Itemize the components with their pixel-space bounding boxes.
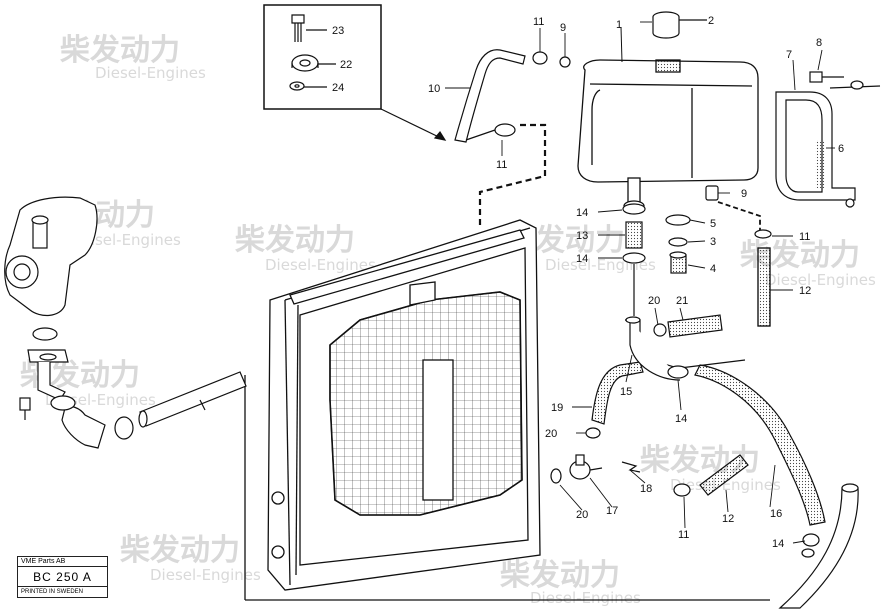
callout-1: 1 xyxy=(616,19,622,31)
watermark-en: Diesel-Engines xyxy=(70,231,181,249)
callout-4: 4 xyxy=(710,263,716,275)
callout-6: 6 xyxy=(838,143,844,155)
water-pump-assembly xyxy=(4,196,247,449)
callout-12b: 12 xyxy=(722,513,734,525)
connector-13 xyxy=(622,203,646,316)
inset-box xyxy=(263,4,447,141)
hose-12-right xyxy=(754,229,772,327)
callout-labels: 1 2 3 4 5 6 7 8 9 9 10 11 11 11 11 12 12… xyxy=(332,15,844,550)
callout-22: 22 xyxy=(340,59,352,71)
parts-label-box: VME Parts AB BC 250 A PRINTED IN SWEDEN xyxy=(17,556,108,598)
watermark-en: Diesel-Engines xyxy=(765,271,876,289)
watermark-en: Diesel-Engines xyxy=(95,64,206,82)
vendor-label: VME Parts AB xyxy=(18,557,107,567)
leader-lines xyxy=(445,21,835,544)
watermark-cn: 柴发动力 xyxy=(500,558,620,593)
callout-11: 11 xyxy=(533,16,544,28)
watermark-cn: 柴发动力 xyxy=(60,33,180,68)
callout-7: 7 xyxy=(786,49,792,61)
callout-17: 17 xyxy=(606,505,618,517)
callout-5: 5 xyxy=(710,218,716,230)
hose-10 xyxy=(454,49,571,143)
diagram-code: BC 250 A xyxy=(18,568,107,587)
callout-3: 3 xyxy=(710,236,716,248)
radiator xyxy=(244,219,770,601)
callout-2: 2 xyxy=(708,15,714,27)
callout-20c: 20 xyxy=(576,509,588,521)
callout-21: 21 xyxy=(676,295,688,307)
callout-14d: 14 xyxy=(772,538,784,550)
callout-10: 10 xyxy=(428,83,440,95)
callout-9b: 9 xyxy=(741,188,747,200)
callout-19: 19 xyxy=(551,402,563,414)
callout-14: 14 xyxy=(576,207,588,219)
callout-18: 18 xyxy=(640,483,652,495)
valve-parts xyxy=(665,185,719,274)
callout-9: 9 xyxy=(560,22,566,34)
expansion-tank xyxy=(577,59,759,212)
watermark-en: Diesel-Engines xyxy=(265,256,376,274)
tank-bracket xyxy=(775,71,881,208)
printed-note: PRINTED IN SWEDEN xyxy=(21,589,84,595)
watermark-en: Diesel-Engines xyxy=(150,566,261,584)
callout-15: 15 xyxy=(620,386,632,398)
callout-8: 8 xyxy=(816,37,822,49)
callout-11b: 11 xyxy=(496,159,507,171)
watermark-cn: 柴发动力 xyxy=(120,533,240,568)
callout-12: 12 xyxy=(799,285,811,297)
callout-20: 20 xyxy=(648,295,660,307)
callout-13: 13 xyxy=(576,230,588,242)
callout-11c: 11 xyxy=(799,231,810,243)
callout-23: 23 xyxy=(332,25,344,37)
lower-hoses xyxy=(550,314,859,609)
callout-24: 24 xyxy=(332,82,344,94)
watermark-en: Diesel-Engines xyxy=(670,476,781,494)
callout-20b: 20 xyxy=(545,428,557,440)
callout-11d: 11 xyxy=(678,529,689,541)
dashed-link xyxy=(478,123,547,225)
watermark-cn: 柴发动力 xyxy=(235,223,355,258)
callout-14c: 14 xyxy=(675,413,687,425)
callout-14b: 14 xyxy=(576,253,588,265)
callout-16: 16 xyxy=(770,508,782,520)
watermark-en: Diesel-Engines xyxy=(530,589,641,607)
filler-cap xyxy=(652,11,707,39)
